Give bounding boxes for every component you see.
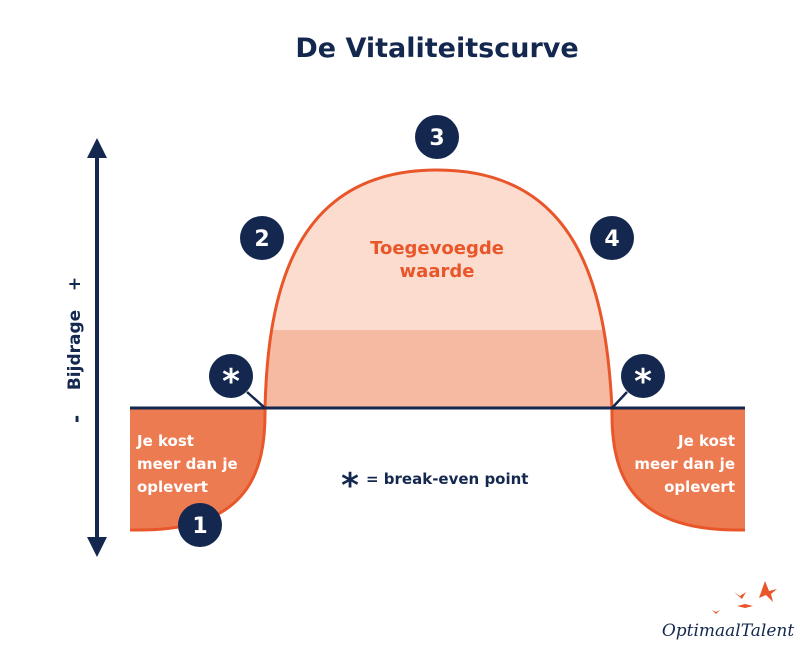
break-even-star-right: * (621, 354, 665, 402)
legend: * = break-even point (341, 466, 528, 506)
curve-hump (263, 168, 614, 409)
svg-text:Je kost: Je kost (136, 432, 194, 450)
arrow-down-icon (87, 537, 107, 557)
marker-3: 3 (415, 115, 459, 159)
svg-text:meer dan je: meer dan je (137, 455, 238, 473)
diagram-title: De Vitaliteitscurve (295, 33, 578, 64)
axis-minus: - (64, 415, 88, 423)
logo-text: OptimaalTalent (662, 621, 795, 641)
left-cost-label: Je kost meer dan je oplevert (136, 432, 238, 496)
contribution-axis: Bijdrage + - (64, 138, 107, 557)
asterisk-icon: * (222, 362, 240, 402)
right-cost-label: Je kost meer dan je oplevert (634, 432, 735, 496)
bird-icon (759, 581, 777, 602)
cost-area-right (611, 408, 745, 530)
svg-text:2: 2 (254, 227, 269, 252)
break-even-star-left: * (209, 354, 253, 402)
marker-2: 2 (240, 216, 284, 260)
optimaal-talent-logo: OptimaalTalent (662, 581, 795, 641)
added-value-label-1: Toegevoegde (370, 238, 504, 259)
asterisk-icon: * (634, 362, 652, 402)
svg-text:oplevert: oplevert (137, 478, 208, 496)
marker-1: 1 (178, 503, 222, 547)
svg-text:Je kost: Je kost (677, 432, 735, 450)
axis-label: Bijdrage (65, 310, 85, 390)
asterisk-icon: * (341, 466, 359, 506)
svg-text:meer dan je: meer dan je (634, 455, 735, 473)
svg-text:4: 4 (604, 227, 619, 252)
svg-text:1: 1 (192, 514, 207, 539)
bird-icon (734, 592, 746, 599)
cost-area-left (130, 408, 266, 530)
added-value-label-2: waarde (400, 261, 475, 282)
svg-text:3: 3 (429, 126, 444, 151)
axis-plus: + (65, 277, 85, 291)
bird-icon (712, 610, 720, 614)
marker-4: 4 (590, 216, 634, 260)
svg-text:oplevert: oplevert (664, 478, 735, 496)
added-value-area (265, 170, 612, 408)
legend-text: = break-even point (366, 470, 528, 488)
bird-icon (737, 604, 753, 608)
arrow-up-icon (87, 138, 107, 158)
